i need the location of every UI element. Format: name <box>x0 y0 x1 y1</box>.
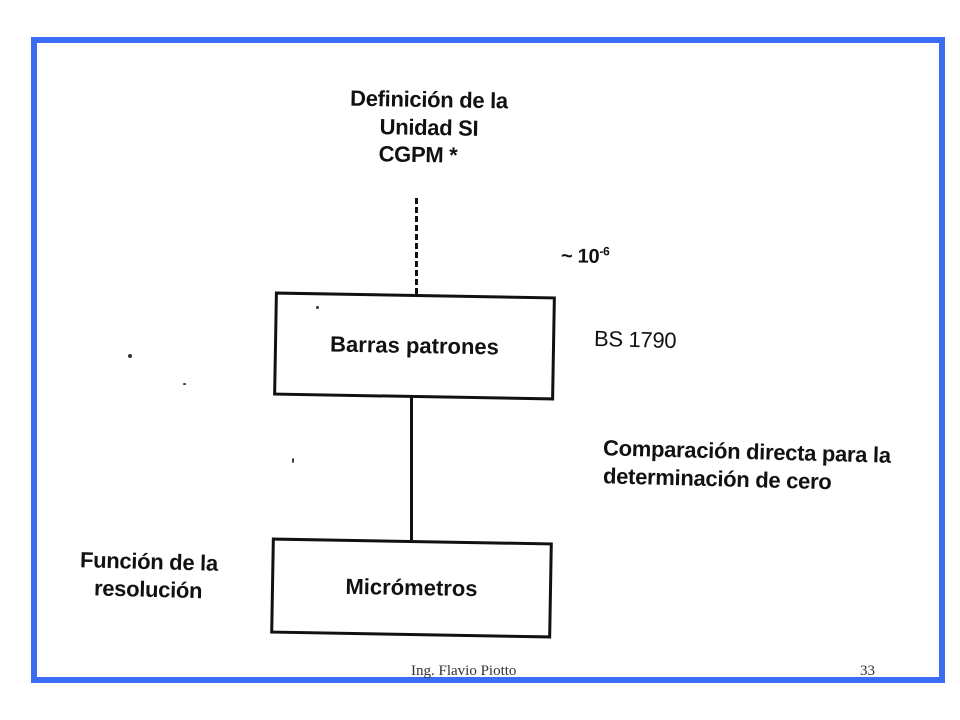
scan-speck <box>183 383 186 385</box>
standard-label: BS 1790 <box>593 325 677 354</box>
footer-page-number: 33 <box>860 663 875 679</box>
node-micrometros-label: Micrómetros <box>345 573 478 602</box>
dashed-connector <box>415 198 418 294</box>
solid-connector <box>410 396 413 542</box>
resolution-line-1: Función de la <box>79 547 219 576</box>
scan-speck <box>316 306 319 309</box>
resolution-label: Función de la resolución <box>79 547 219 603</box>
scan-speck <box>292 458 294 463</box>
uncertainty-label: ~ 10-6 <box>561 244 610 270</box>
comparison-label: Comparación directa para la determinació… <box>603 435 891 493</box>
scan-speck <box>128 354 132 358</box>
top-label-line-3: CGPM * <box>378 141 458 168</box>
uncertainty-prefix: ~ 10 <box>560 245 600 268</box>
top-definition-label: Definición de la Unidad SI CGPM * <box>344 86 514 169</box>
resolution-line-2: resolución <box>93 574 203 603</box>
node-barras-patrones-label: Barras patrones <box>329 331 500 360</box>
top-label-line-2: Unidad SI <box>379 113 479 141</box>
uncertainty-exponent: -6 <box>599 244 610 259</box>
footer-author: Ing. Flavio Piotto <box>411 663 517 679</box>
node-micrometros: Micrómetros <box>270 537 553 639</box>
top-label-line-1: Definición de la <box>349 85 509 114</box>
